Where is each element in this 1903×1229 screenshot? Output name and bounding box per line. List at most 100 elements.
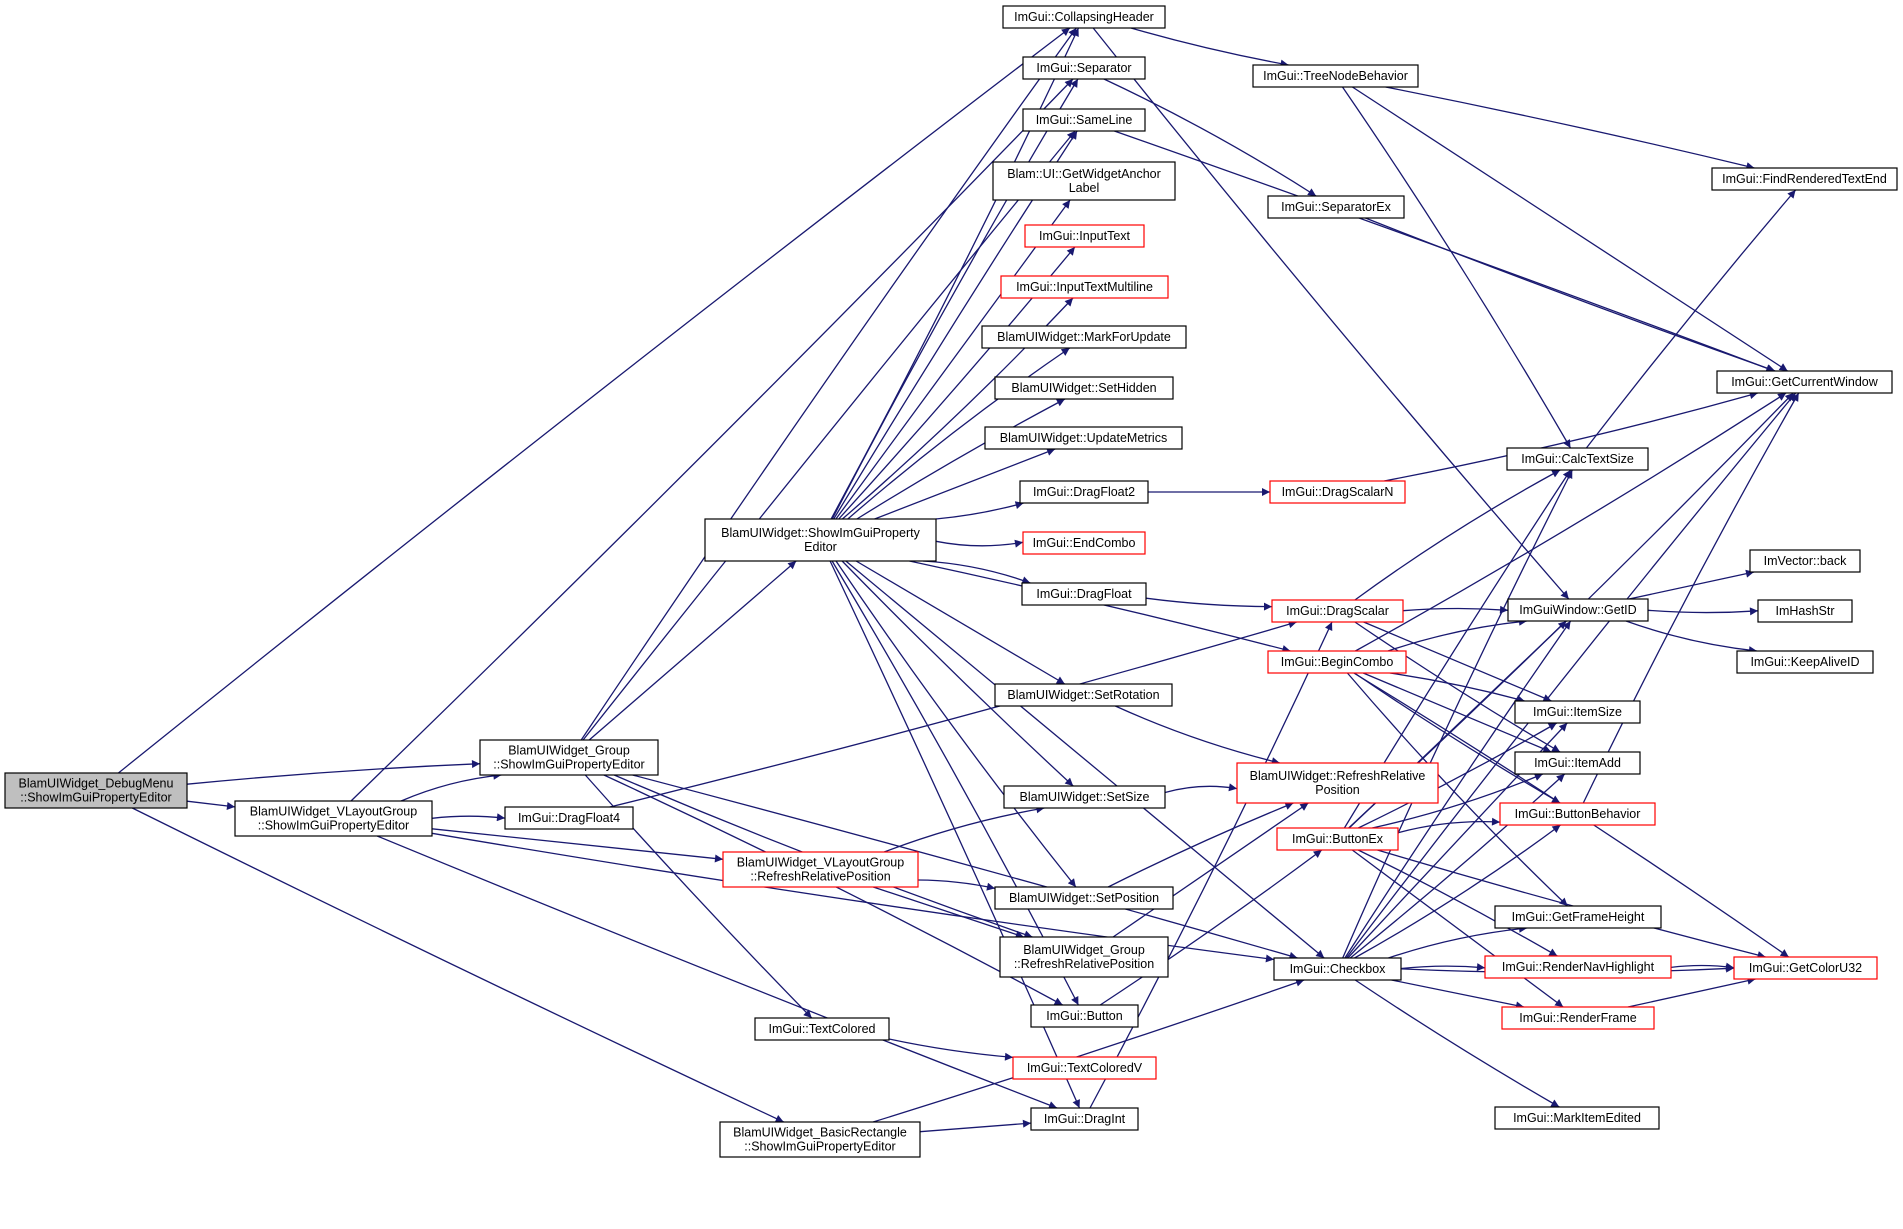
- node-separator-label-0: ImGui::Separator: [1036, 61, 1131, 75]
- node-renderframe[interactable]: ImGui::RenderFrame: [1501, 1006, 1655, 1030]
- edge-buttonex-to-itemsize: [1358, 722, 1558, 829]
- node-imvectorback[interactable]: ImVector::back: [1749, 549, 1861, 573]
- node-refreshrel[interactable]: BlamUIWidget::RefreshRelativePosition: [1236, 762, 1439, 804]
- node-sameline-label-0: ImGui::SameLine: [1036, 113, 1133, 127]
- edge-begincombo-to-getframeheight: [1346, 672, 1569, 907]
- node-dragscalarn[interactable]: ImGui::DragScalarN: [1269, 480, 1406, 504]
- node-calctextsize[interactable]: ImGui::CalcTextSize: [1506, 447, 1649, 471]
- edge-vlayout-to-dragfloat4: [431, 813, 506, 822]
- node-imhashstr[interactable]: ImHashStr: [1757, 599, 1853, 623]
- edge-checkbox-to-getframeheight: [1388, 924, 1528, 959]
- edge-grouprefresh-to-refreshrel: [1112, 802, 1309, 938]
- node-begincombo-box: [1267, 650, 1407, 674]
- node-endcombo[interactable]: ImGui::EndCombo: [1022, 531, 1146, 555]
- node-dragint[interactable]: ImGui::DragInt: [1030, 1107, 1139, 1131]
- edge-checkbox-to-renderframe: [1391, 979, 1525, 1010]
- edge-widget-to-separator: [831, 78, 1079, 520]
- node-keepalive[interactable]: ImGui::KeepAliveID: [1736, 650, 1874, 674]
- edge-widget-to-markforupdate: [847, 347, 1071, 520]
- node-setposition[interactable]: BlamUIWidget::SetPosition: [994, 886, 1174, 910]
- node-textcoloredv[interactable]: ImGui::TextColoredV: [1012, 1056, 1157, 1080]
- edge-begincombo-to-itemsize: [1389, 672, 1525, 703]
- node-separatorex[interactable]: ImGui::SeparatorEx: [1267, 195, 1405, 219]
- edge-buttonex-to-buttonbehavior: [1397, 817, 1501, 834]
- node-findrendered[interactable]: ImGui::FindRenderedTextEnd: [1711, 167, 1898, 191]
- node-dragfloat4[interactable]: ImGui::DragFloat4: [504, 806, 634, 830]
- node-begincombo[interactable]: ImGui::BeginCombo: [1267, 650, 1407, 674]
- node-markforupdate[interactable]: BlamUIWidget::MarkForUpdate: [981, 325, 1187, 349]
- node-textcolored[interactable]: ImGui::TextColored: [754, 1017, 890, 1041]
- node-checkbox[interactable]: ImGui::Checkbox: [1273, 957, 1402, 981]
- edge-dragscalar-to-calctextsize: [1354, 469, 1561, 601]
- node-itemsize[interactable]: ImGui::ItemSize: [1514, 700, 1641, 724]
- node-itemadd[interactable]: ImGui::ItemAdd: [1514, 751, 1641, 775]
- node-widget-box: [704, 518, 937, 562]
- node-collapsing[interactable]: ImGui::CollapsingHeader: [1002, 5, 1166, 29]
- node-rendernav-box: [1484, 955, 1672, 979]
- node-getid[interactable]: ImGuiWindow::GetID: [1507, 598, 1649, 622]
- node-basicrect-label-0: BlamUIWidget_BasicRectangle: [733, 1126, 907, 1140]
- node-inputmulti-box: [1000, 275, 1169, 299]
- node-markforupdate-label-0: BlamUIWidget::MarkForUpdate: [997, 330, 1171, 344]
- edge-getid-to-imvectorback: [1628, 569, 1755, 600]
- node-grouprefresh[interactable]: BlamUIWidget_Group::RefreshRelativePosit…: [999, 936, 1169, 978]
- node-widget[interactable]: BlamUIWidget::ShowImGuiPropertyEditor: [704, 518, 937, 562]
- edge-getid-to-keepalive: [1625, 620, 1758, 655]
- node-setposition-label-0: BlamUIWidget::SetPosition: [1009, 891, 1159, 905]
- node-buttonbehavior-label-0: ImGui::ButtonBehavior: [1515, 807, 1641, 821]
- edge-widget-to-setrotation: [855, 560, 1066, 685]
- node-getcurrentwindow[interactable]: ImGui::GetCurrentWindow: [1716, 370, 1893, 394]
- node-grouprefresh-box: [999, 936, 1169, 978]
- edge-widget-to-checkbox: [845, 560, 1325, 959]
- edge-checkbox-to-getid: [1344, 620, 1572, 959]
- node-root[interactable]: BlamUIWidget_DebugMenu::ShowImGuiPropert…: [4, 772, 188, 809]
- node-inputtext[interactable]: ImGui::InputText: [1024, 224, 1145, 248]
- node-setrotation[interactable]: BlamUIWidget::SetRotation: [994, 683, 1173, 707]
- node-dragfloat[interactable]: ImGui::DragFloat: [1021, 582, 1147, 606]
- node-getcoloru32[interactable]: ImGui::GetColorU32: [1733, 956, 1878, 980]
- edge-group-to-checkbox: [632, 774, 1298, 960]
- edge-group-to-collapsing: [580, 27, 1077, 741]
- node-setsize[interactable]: BlamUIWidget::SetSize: [1003, 785, 1166, 809]
- node-dragfloat2[interactable]: ImGui::DragFloat2: [1019, 480, 1149, 504]
- node-buttonex[interactable]: ImGui::ButtonEx: [1276, 827, 1399, 851]
- node-markforupdate-box: [981, 325, 1187, 349]
- node-sethidden[interactable]: BlamUIWidget::SetHidden: [994, 376, 1174, 400]
- node-getframeheight-label-0: ImGui::GetFrameHeight: [1512, 910, 1645, 924]
- node-getframeheight[interactable]: ImGui::GetFrameHeight: [1494, 905, 1662, 929]
- node-widget-label-0: BlamUIWidget::ShowImGuiProperty: [721, 526, 920, 540]
- node-group[interactable]: BlamUIWidget_Group::ShowImGuiPropertyEdi…: [479, 739, 659, 776]
- edge-begincombo-to-buttonbehavior: [1354, 672, 1561, 804]
- node-getcoloru32-box: [1733, 956, 1878, 980]
- edge-buttonex-to-rendernav: [1357, 849, 1558, 957]
- node-dragfloat4-label-0: ImGui::DragFloat4: [518, 811, 620, 825]
- edge-widget-to-setsize: [841, 560, 1074, 787]
- node-treenode[interactable]: ImGui::TreeNodeBehavior: [1252, 64, 1419, 88]
- node-checkbox-label-0: ImGui::Checkbox: [1290, 962, 1387, 976]
- node-vlayout[interactable]: BlamUIWidget_VLayoutGroup::ShowImGuiProp…: [234, 800, 433, 837]
- edge-setposition-to-refreshrel: [1107, 802, 1294, 888]
- node-findrendered-label-0: ImGui::FindRenderedTextEnd: [1722, 172, 1887, 186]
- edge-calctextsize-to-findrendered: [1585, 189, 1797, 449]
- node-inputmulti[interactable]: ImGui::InputTextMultiline: [1000, 275, 1169, 299]
- node-vlrefresh[interactable]: BlamUIWidget_VLayoutGroup::RefreshRelati…: [722, 851, 919, 888]
- edge-buttonex-to-getcoloru32: [1377, 849, 1766, 959]
- edge-root-to-collapsing: [117, 27, 1071, 774]
- node-basicrect[interactable]: BlamUIWidget_BasicRectangle::ShowImGuiPr…: [719, 1121, 921, 1158]
- node-button[interactable]: ImGui::Button: [1030, 1004, 1139, 1028]
- node-separator[interactable]: ImGui::Separator: [1022, 56, 1146, 80]
- node-markedited-box: [1494, 1106, 1660, 1130]
- node-dragscalar[interactable]: ImGui::DragScalar: [1271, 599, 1404, 623]
- node-markedited[interactable]: ImGui::MarkItemEdited: [1494, 1106, 1660, 1130]
- node-rendernav[interactable]: ImGui::RenderNavHighlight: [1484, 955, 1672, 979]
- edge-buttonex-to-itemadd: [1372, 773, 1544, 829]
- node-textcoloredv-label-0: ImGui::TextColoredV: [1027, 1061, 1143, 1075]
- node-grouprefresh-label-0: BlamUIWidget_Group: [1023, 943, 1145, 957]
- node-sameline[interactable]: ImGui::SameLine: [1022, 108, 1146, 132]
- node-updatemetrics[interactable]: BlamUIWidget::UpdateMetrics: [984, 426, 1183, 450]
- node-buttonbehavior[interactable]: ImGui::ButtonBehavior: [1499, 802, 1656, 826]
- node-refreshrel-label-1: Position: [1315, 783, 1360, 797]
- node-sameline-box: [1022, 108, 1146, 132]
- node-treenode-box: [1252, 64, 1419, 88]
